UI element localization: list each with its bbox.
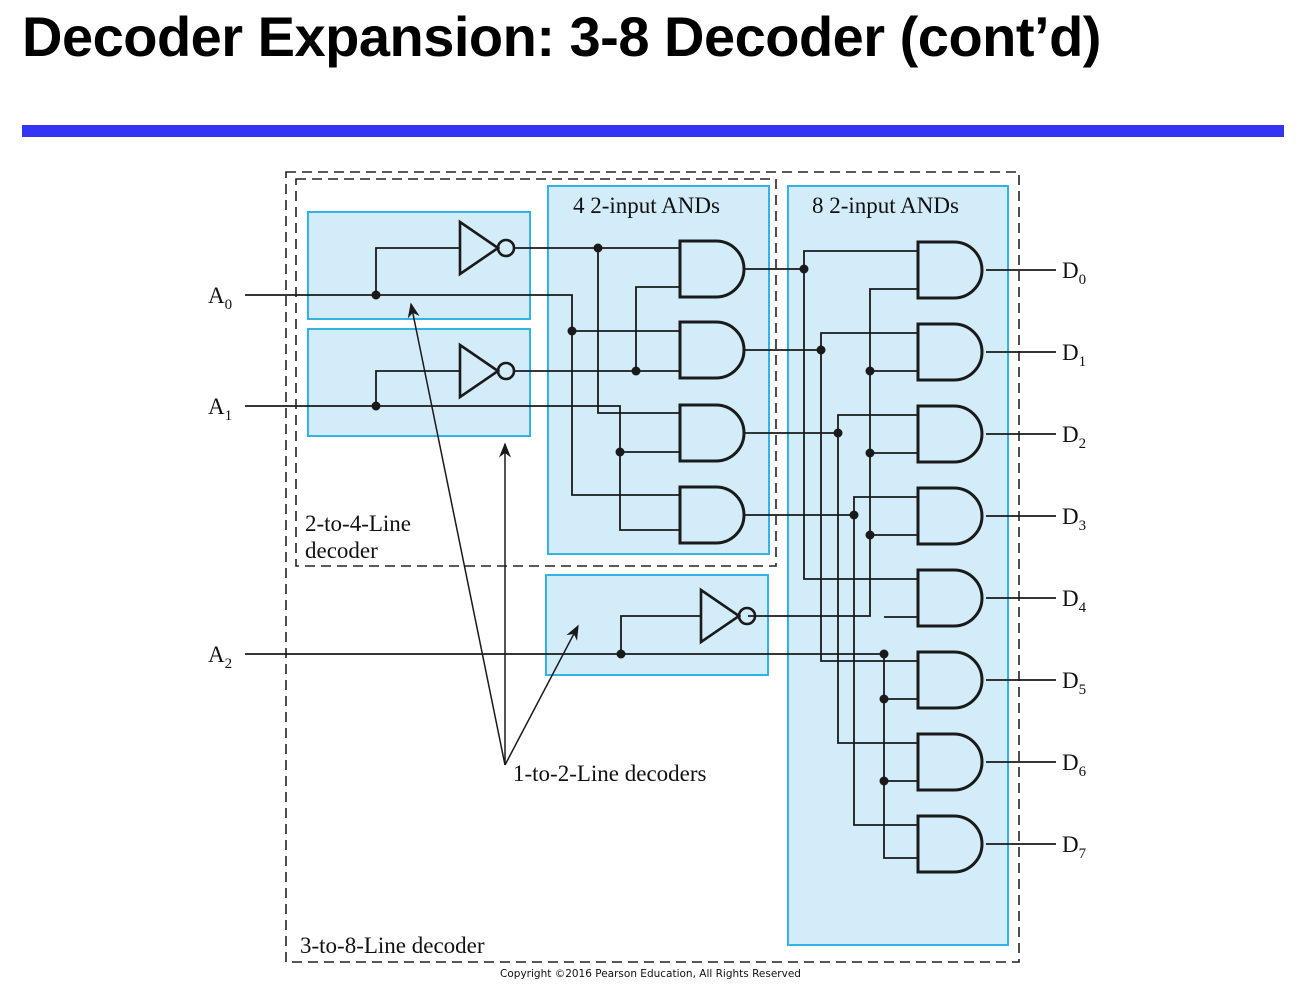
and-gate-stage2-5	[916, 650, 984, 710]
boundary-3to8	[285, 171, 1020, 963]
label-1to2: 1-to-2-Line decoders	[513, 761, 707, 786]
box-8-and-gates	[787, 185, 1009, 946]
input-label-a1: A1	[208, 394, 232, 424]
and-gate-stage1-0	[678, 239, 746, 299]
wire-bus-6	[837, 433, 918, 744]
output-subscript: 6	[1079, 764, 1087, 780]
and-gate-stage1-1	[678, 320, 746, 380]
wire-bus-2	[837, 414, 918, 433]
output-label-d6: D6	[1062, 750, 1087, 780]
and-gate-stage1-3	[678, 485, 746, 545]
title-rule	[22, 125, 1284, 137]
output-label-d1: D1	[1062, 340, 1086, 370]
junction-dot	[816, 345, 826, 355]
not-bubble	[496, 361, 516, 381]
and-gate-stage2-2	[916, 404, 984, 464]
label-4-and: 4 2-input ANDs	[573, 193, 720, 218]
junction-dot	[865, 530, 875, 540]
box-1to2-decoder-a0	[307, 211, 531, 320]
junction-dot	[833, 428, 843, 438]
junction-dot	[849, 510, 859, 520]
junction-dot	[879, 694, 889, 704]
and-gate-stage2-0	[916, 240, 984, 300]
junction-dot	[567, 326, 577, 336]
not-triangle	[458, 342, 501, 400]
label-2to4-line2: decoder	[305, 538, 378, 563]
wire-a2-tap	[620, 615, 701, 654]
output-label-d7: D7	[1062, 832, 1087, 862]
output-label-d0: D0	[1062, 258, 1086, 288]
output-subscript: 0	[1079, 272, 1087, 288]
wire-a0-tap	[375, 247, 460, 295]
input-subscript: 2	[225, 656, 233, 672]
wire-a0-not-branch	[597, 248, 680, 414]
and-gate-stage2-1	[916, 322, 984, 382]
output-subscript: 1	[1079, 354, 1087, 370]
input-label-a2: A2	[208, 642, 232, 672]
output-subscript: 5	[1079, 682, 1087, 698]
junction-dot	[865, 448, 875, 458]
wire-a1-tap	[375, 370, 460, 406]
wire-bus-3	[853, 496, 918, 515]
and-gate-stage2-3	[916, 486, 984, 546]
input-subscript: 1	[225, 408, 233, 424]
junction-dot	[879, 649, 889, 659]
copyright-notice: Copyright ©2016 Pearson Education, All R…	[500, 968, 801, 980]
junction-dot	[371, 290, 381, 300]
not-triangle	[458, 219, 501, 277]
label-3to8: 3-to-8-Line decoder	[300, 933, 485, 958]
output-label-d3: D3	[1062, 504, 1086, 534]
output-subscript: 3	[1079, 518, 1087, 534]
not-gate-a2	[699, 587, 757, 645]
junction-dot	[616, 649, 626, 659]
and-gate-stage2-4	[916, 568, 984, 628]
output-subscript: 4	[1079, 600, 1087, 616]
not-gate-a1	[458, 342, 516, 400]
wire-bus-0	[803, 250, 918, 269]
junction-dot	[615, 447, 625, 457]
not-triangle	[699, 587, 742, 645]
wire-a0	[245, 294, 680, 496]
box-1to2-decoder-a2	[545, 574, 769, 676]
label-8-and: 8 2-input ANDs	[812, 193, 959, 218]
wire-bus-4	[803, 269, 918, 580]
wire-bus-1	[820, 332, 918, 350]
not-gate-a0	[458, 219, 516, 277]
output-subscript: 7	[1079, 846, 1087, 862]
output-label-d5: D5	[1062, 668, 1086, 698]
boundary-2to4	[295, 178, 777, 567]
wire-bus-7	[853, 515, 918, 826]
output-label-d4: D4	[1062, 586, 1087, 616]
input-label-a0: A0	[208, 283, 232, 313]
and-gate-stage1-2	[678, 403, 746, 463]
output-subscript: 2	[1079, 436, 1087, 452]
junction-dot	[371, 401, 381, 411]
wire-a2	[245, 653, 918, 859]
output-label-d2: D2	[1062, 422, 1086, 452]
input-subscript: 0	[225, 297, 233, 313]
junction-dot	[879, 776, 889, 786]
label-2to4-line1: 2-to-4-Line	[305, 511, 411, 536]
junction-dot	[865, 366, 875, 376]
not-bubble	[737, 606, 757, 626]
and-gate-stage2-6	[916, 732, 984, 792]
slide-title: Decoder Expansion: 3-8 Decoder (cont’d)	[22, 5, 1101, 68]
wire-bus-5	[820, 350, 918, 662]
junction-dot	[799, 264, 809, 274]
junction-dot	[631, 366, 641, 376]
not-bubble	[496, 238, 516, 258]
annotation-arrows	[407, 302, 579, 766]
and-gate-stage2-7	[916, 814, 984, 874]
wire-a1-not-branch	[635, 286, 680, 371]
junction-dot	[593, 243, 603, 253]
